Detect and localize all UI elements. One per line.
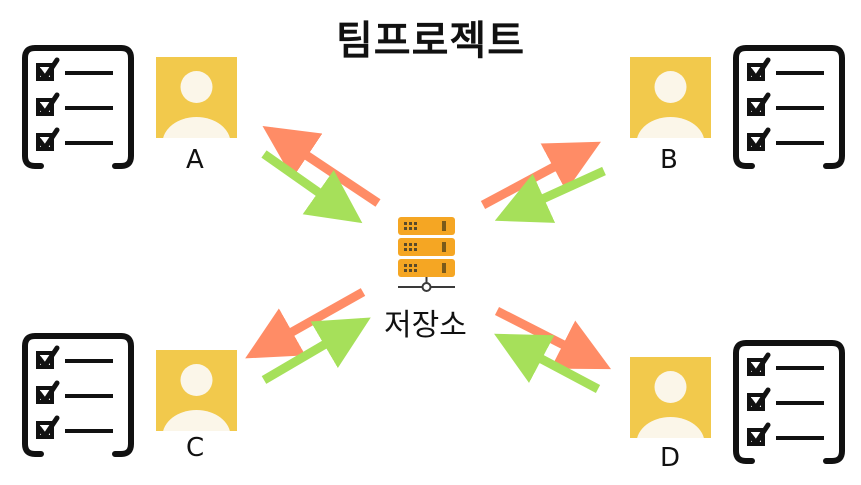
server-label: 저장소 — [384, 308, 467, 343]
user-label-c: C — [186, 433, 205, 463]
arrow-a-to-server — [261, 150, 363, 224]
server-icon — [398, 217, 455, 292]
arrow-server-to-c — [245, 288, 366, 359]
arrow-server-to-d — [494, 306, 612, 370]
user-label-b: B — [660, 145, 678, 175]
arrow-b-to-server — [494, 166, 606, 223]
user-label-d: D — [660, 443, 681, 473]
checklist-icon-b — [736, 48, 842, 166]
checklist-icon-c — [25, 336, 131, 454]
arrow-d-to-server — [494, 333, 601, 393]
arrow-c-to-server — [261, 317, 371, 384]
checklist-icon-d — [736, 343, 842, 461]
checklist-icon-a — [25, 48, 131, 166]
user-label-a: A — [186, 145, 204, 175]
diagram-title: 팀프로젝트 — [336, 18, 525, 64]
